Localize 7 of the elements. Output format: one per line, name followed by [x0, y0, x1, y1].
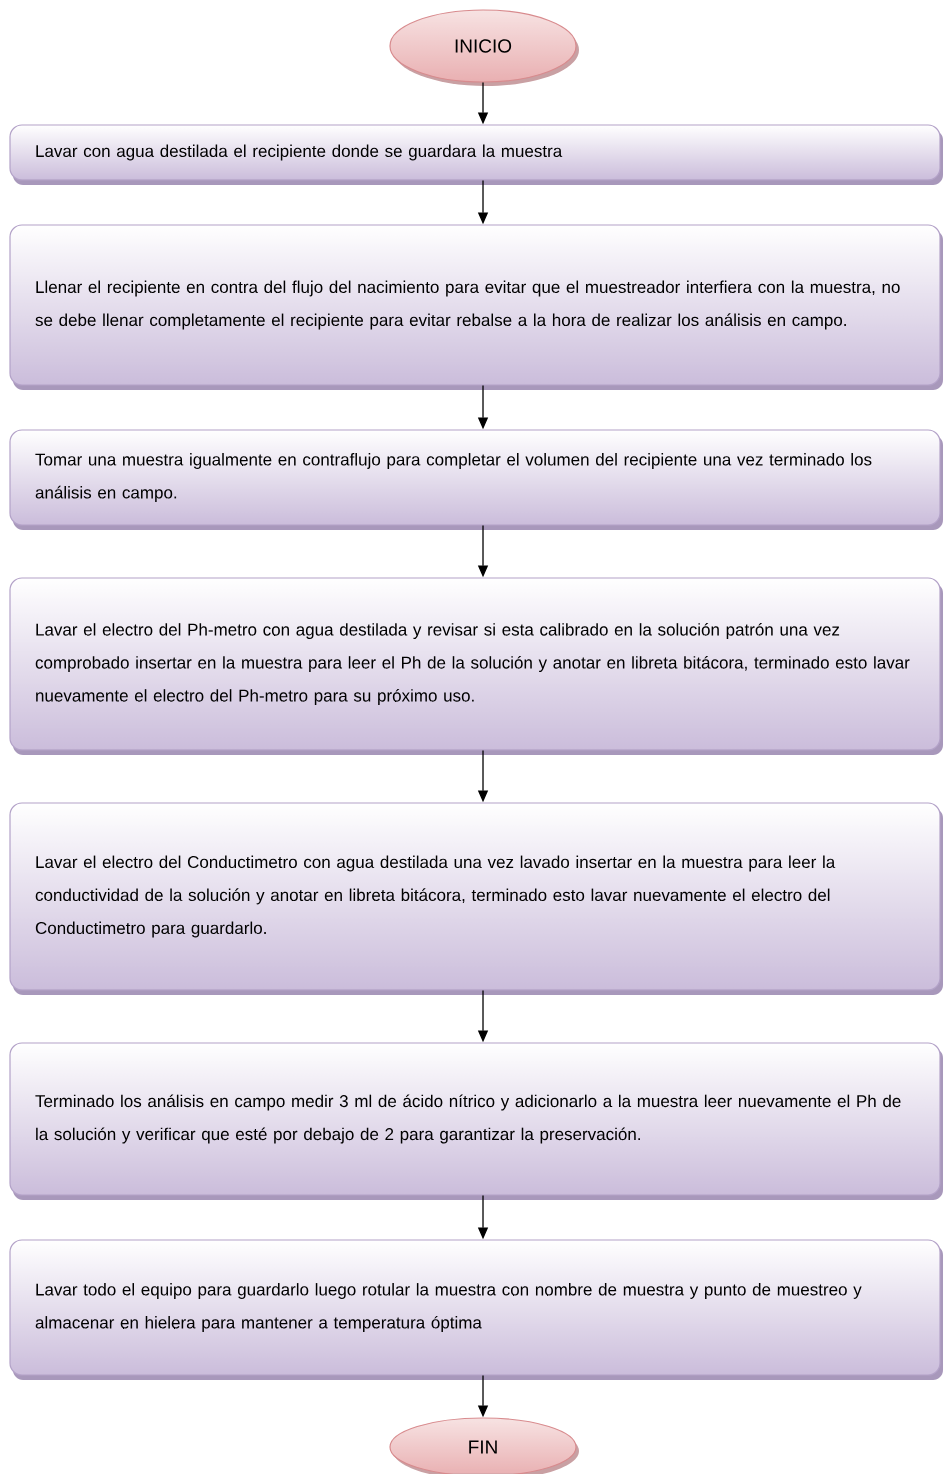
- process-box: Lavar el electro del Conductimetro con agua destilada una vez lavado insertar en la muestra para leer la conductividad de la solución y anotar en libreta bitácora, terminado esto lavar nuevamente el electro del Conductimetro para guardarlo.: [9, 802, 943, 995]
- process-box: Lavar el electro del Ph-metro con agua destilada y revisar si esta calibrado en la solución patrón una vez comprobado insertar en la muestra para leer el Ph de la solución y anotar en libreta bitácora, terminado esto lavar nuevamente el electro del Ph-metro para su próximo uso.: [9, 577, 943, 755]
- process-box: Tomar una muestra igualmente en contraflujo para completar el volumen del recipiente una vez terminado los análisis en campo.: [9, 429, 943, 530]
- process-box: Llenar el recipiente en contra del flujo del nacimiento para evitar que el muestreador interfiera con la muestra, no se debe llenar completamente el recipiente para evitar rebalse a la hora de realizar los análisis en campo.: [9, 224, 943, 390]
- process-box: Lavar todo el equipo para guardarlo luego rotular la muestra con nombre de muestra y punto de muestreo y almacenar en hielera para mantener a temperatura óptima: [9, 1239, 943, 1380]
- process-box: Lavar con agua destilada el recipiente donde se guardara la muestra: [9, 124, 943, 185]
- process-box: Terminado los análisis en campo medir 3 ml de ácido nítrico y adicionarlo a la muestra leer nuevamente el Ph de la solución y verificar que esté por debajo de 2 para garantizar la preservación.: [9, 1042, 943, 1200]
